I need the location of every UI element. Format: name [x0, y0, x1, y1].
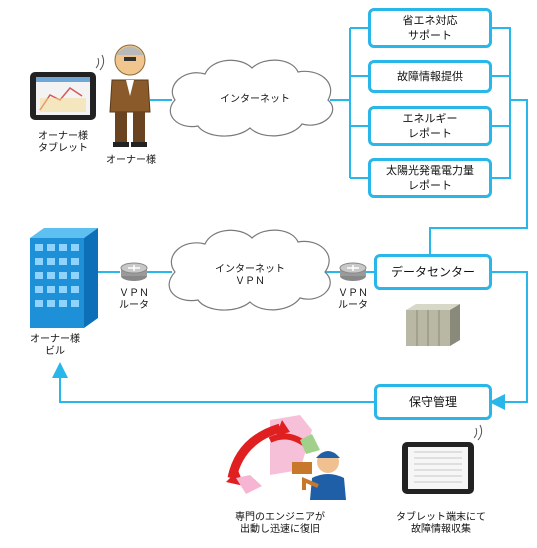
owner-building-label: オーナー様 ビル — [30, 334, 80, 357]
vpn-router-left-icon — [120, 262, 148, 281]
engineer-illustration — [226, 415, 346, 500]
server-rack-icon — [406, 304, 460, 346]
owner-person-icon — [109, 44, 151, 147]
service-energy-saving: 省エネ対応 サポート — [368, 8, 492, 48]
service-fault-info: 故障情報提供 — [368, 60, 492, 93]
data-center-box: データセンター — [374, 254, 492, 290]
service-solar-report: 太陽光発電電力量 レポート — [368, 158, 492, 198]
tablet-caption: タブレット端末にて 故障情報収集 — [396, 512, 486, 535]
cloud-internet-vpn-label: インターネット ＶＰＮ — [215, 264, 285, 287]
maintenance-building-line — [52, 362, 376, 403]
cloud-internet-label: インターネット — [220, 94, 290, 105]
owner-person-label: オーナー様 — [106, 155, 156, 166]
cloud-internet-vpn — [168, 229, 331, 311]
service-bracket — [349, 27, 370, 179]
engineer-caption: 専門のエンジニアが 出動し迅速に復旧 — [235, 512, 325, 535]
services-to-datacenter — [429, 99, 528, 255]
datacenter-maintenance-line — [489, 271, 528, 410]
maintenance-tablet-icon — [402, 424, 483, 494]
maintenance-box: 保守管理 — [374, 384, 492, 420]
service-energy-report: エネルギー レポート — [368, 106, 492, 146]
owner-building-icon — [30, 228, 98, 328]
vpn-router-right-label: ＶＰＮ ルータ — [338, 288, 368, 311]
cloud-internet — [169, 59, 334, 137]
owner-tablet-icon — [30, 54, 105, 120]
vpn-router-left-label: ＶＰＮ ルータ — [119, 288, 149, 311]
vpn-router-right-icon — [339, 262, 367, 281]
services-right-line — [490, 27, 511, 179]
owner-tablet-label: オーナー様 タブレット — [38, 131, 88, 154]
